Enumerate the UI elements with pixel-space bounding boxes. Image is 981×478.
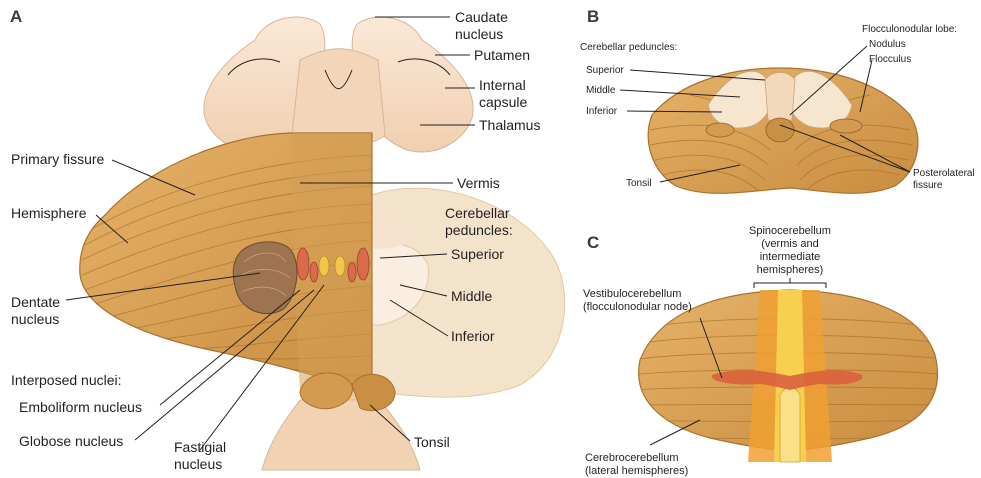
emboliform-nucleus-shape	[297, 248, 309, 280]
spinocerebellum-bracket	[754, 278, 826, 288]
label-b-posterolateral-line2: fissure	[913, 180, 943, 191]
label-b-middle: Middle	[586, 85, 616, 96]
label-c-spino-line3: intermediate	[760, 251, 821, 263]
label-tonsil-a: Tonsil	[414, 434, 450, 450]
panel-b-letter: B	[587, 7, 599, 26]
label-emboliform: Emboliform nucleus	[19, 399, 142, 415]
label-thalamus: Thalamus	[479, 117, 540, 133]
nodulus-shape	[766, 118, 794, 142]
label-vermis: Vermis	[457, 175, 500, 191]
svg-text:Vestibulocerebellum(flocculono: Vestibulocerebellum(flocculonodular node…	[583, 288, 692, 313]
label-c-spino-line1: Spinocerebellum	[749, 225, 831, 237]
flocculus-right	[830, 119, 862, 133]
label-c-vestibulo-line2: (flocculonodular node)	[583, 301, 692, 313]
label-b-flocculonodular: Flocculonodular lobe:	[862, 24, 957, 35]
label-putamen: Putamen	[474, 47, 530, 63]
label-fastigial-line1: Fastigial	[174, 439, 226, 455]
label-b-inferior: Inferior	[586, 106, 618, 117]
panel-a-letter: A	[10, 7, 22, 26]
globose-nucleus-shape	[310, 262, 318, 282]
label-hemisphere: Hemisphere	[11, 205, 87, 221]
label-b-flocculus: Flocculus	[869, 54, 911, 65]
label-b-posterolateral-line1: Posterolateral	[913, 168, 975, 179]
label-c-vestibulo-line1: Vestibulocerebellum	[583, 288, 681, 300]
label-c-spino-line2: (vermis and	[761, 238, 818, 250]
label-dentate-line1: Dentate	[11, 294, 60, 310]
label-b-cerebellar-peduncles: Cerebellar peduncles:	[580, 42, 677, 53]
label-globose: Globose nucleus	[19, 433, 123, 449]
label-dentate-line2: nucleus	[11, 311, 59, 327]
label-c-spino-line4: hemispheres)	[757, 264, 824, 276]
label-primary-fissure: Primary fissure	[11, 151, 105, 167]
label-b-superior: Superior	[586, 65, 624, 76]
fastigial-nucleus-shape	[319, 256, 329, 276]
label-middle-a: Middle	[451, 288, 492, 304]
label-b-tonsil: Tonsil	[626, 178, 652, 189]
svg-text:Cerebrocerebellum(lateral hemi: Cerebrocerebellum(lateral hemispheres)	[585, 452, 688, 477]
label-c-cerebro-line2: (lateral hemispheres)	[585, 465, 688, 477]
label-fastigial-line2: nucleus	[174, 456, 222, 472]
label-caudate-line1: Caudate	[455, 9, 508, 25]
label-internal-capsule-line2: capsule	[479, 94, 527, 110]
label-inferior-a: Inferior	[451, 328, 495, 344]
label-caudate-line2: nucleus	[455, 26, 503, 42]
label-cerebellar-peduncles-line2: peduncles:	[445, 222, 513, 238]
flocculus-left	[706, 123, 734, 137]
label-c-cerebro-line1: Cerebrocerebellum	[585, 452, 679, 464]
label-superior-a: Superior	[451, 246, 504, 262]
label-b-nodulus: Nodulus	[869, 39, 906, 50]
label-internal-capsule-line1: Internal	[479, 77, 526, 93]
label-cerebellar-peduncles-line1: Cerebellar	[445, 205, 510, 221]
label-interposed: Interposed nuclei:	[11, 372, 122, 388]
dentate-nucleus-shape	[233, 242, 297, 314]
panel-c-letter: C	[587, 233, 599, 252]
panel-b: B Cerebellar peduncles: Superior Middle …	[580, 7, 975, 193]
